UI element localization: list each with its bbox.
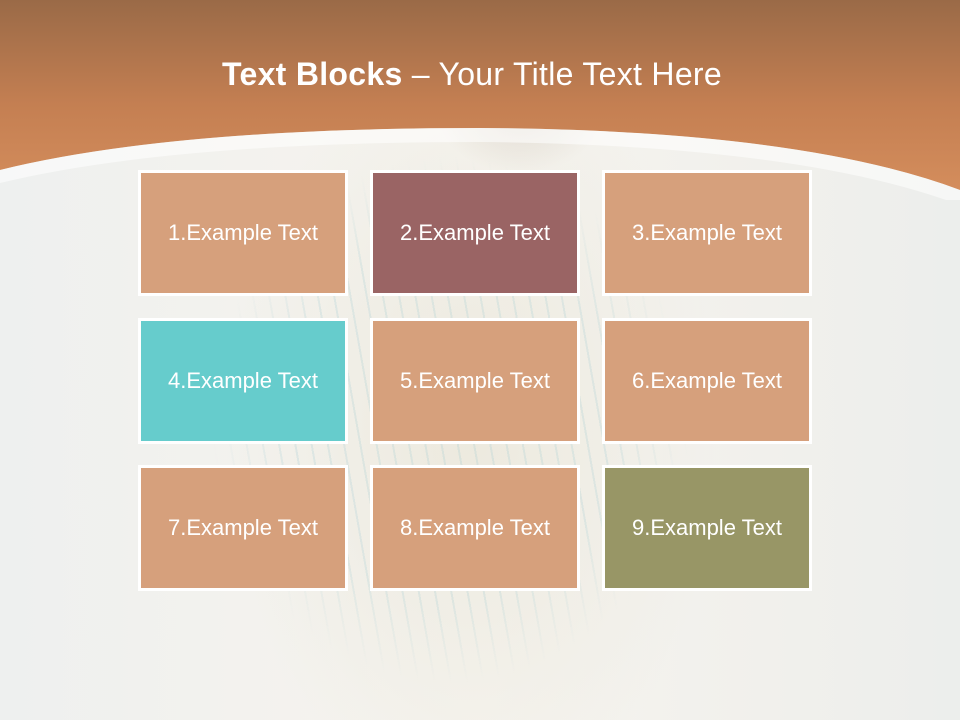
text-block-5[interactable]: 5.Example Text (370, 318, 580, 444)
title-separator: – (402, 56, 439, 92)
text-block-8[interactable]: 8.Example Text (370, 465, 580, 591)
text-block-2[interactable]: 2.Example Text (370, 170, 580, 296)
text-block-9[interactable]: 9.Example Text (602, 465, 812, 591)
title-bold-text: Text Blocks (222, 56, 403, 92)
title-regular-text: Your Title Text Here (438, 56, 722, 92)
text-block-6[interactable]: 6.Example Text (602, 318, 812, 444)
text-block-4[interactable]: 4.Example Text (138, 318, 348, 444)
slide-title: Text Blocks – Your Title Text Here (0, 56, 944, 93)
text-block-3[interactable]: 3.Example Text (602, 170, 812, 296)
text-block-1[interactable]: 1.Example Text (138, 170, 348, 296)
header-banner (0, 0, 960, 200)
text-block-7[interactable]: 7.Example Text (138, 465, 348, 591)
